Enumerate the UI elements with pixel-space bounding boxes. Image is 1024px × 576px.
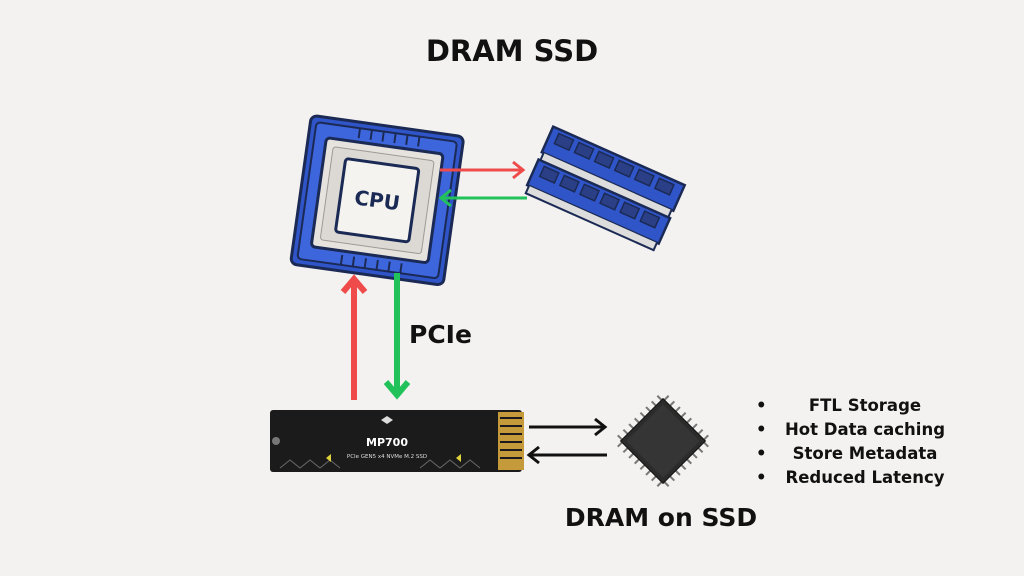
feature-text: Hot Data caching: [784, 420, 946, 439]
bullet-icon: •: [756, 444, 767, 463]
feature-text: Store Metadata: [792, 444, 938, 463]
ssd-to-dram-arrow: [529, 417, 608, 437]
dram-on-ssd-label: DRAM on SSD: [564, 503, 758, 532]
ssd-subtitle: PCIe GEN5 x4 NVMe M.2 SSD: [347, 454, 427, 460]
bullet-icon: •: [756, 468, 767, 487]
ssd-model: MP700: [366, 436, 408, 449]
bullet-icon: •: [756, 396, 767, 415]
list-item: • Store Metadata: [756, 442, 960, 466]
cpu-to-ssd-arrow: [383, 273, 411, 400]
corsair-logo-icon: [381, 416, 393, 424]
ssd-to-cpu-arrow: [340, 274, 368, 400]
feature-text: FTL Storage: [808, 396, 922, 415]
diagram-title: DRAM SSD: [425, 34, 599, 68]
pcie-label: PCIe: [409, 320, 472, 349]
ram-modules-icon: [524, 124, 687, 252]
cpu-icon: CPU: [289, 114, 465, 287]
ssd-icon: MP700 PCIe GEN5 x4 NVMe M.2 SSD: [270, 410, 524, 472]
dram-chip-icon: [617, 395, 709, 487]
feature-list: • FTL Storage • Hot Data caching • Store Me…: [756, 394, 960, 490]
cpu-to-ram-arrow: [440, 160, 526, 180]
list-item: • Reduced Latency: [756, 466, 960, 490]
feature-text: Reduced Latency: [785, 468, 945, 487]
dram-to-ssd-arrow: [526, 445, 607, 465]
ram-to-cpu-arrow: [438, 188, 527, 208]
list-item: • Hot Data caching: [756, 418, 960, 442]
bullet-icon: •: [756, 420, 767, 439]
list-item: • FTL Storage: [756, 394, 960, 418]
